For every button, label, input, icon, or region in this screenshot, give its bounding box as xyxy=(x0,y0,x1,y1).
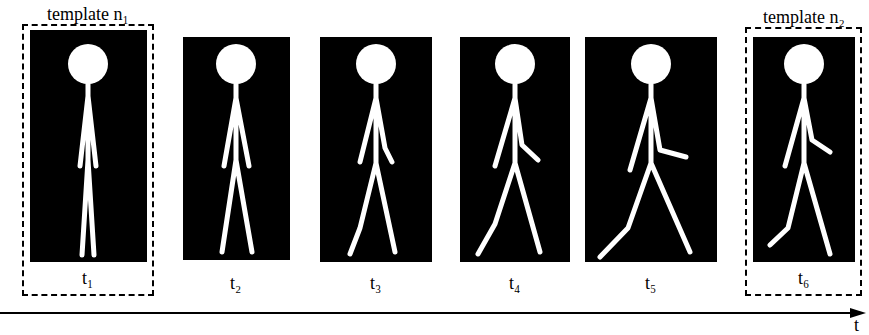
time-axis xyxy=(0,312,852,314)
template-heading: template n₁ xyxy=(44,4,132,24)
head xyxy=(495,44,535,84)
stick-figure xyxy=(222,84,252,252)
frame-panel xyxy=(30,30,147,262)
template-frame: template n₂t₆ xyxy=(745,27,862,296)
stick-figure xyxy=(80,84,96,255)
stick-figure xyxy=(478,84,540,254)
heads xyxy=(68,44,824,84)
head xyxy=(784,44,824,84)
head xyxy=(631,44,671,84)
frame-time-label: t₆ xyxy=(798,268,809,288)
stick-figure xyxy=(600,84,690,257)
template-heading: template n₂ xyxy=(760,7,848,27)
frame-time-label: t₅ xyxy=(645,273,656,293)
stick-figure xyxy=(350,84,395,254)
stick-figure xyxy=(770,84,830,254)
frame-panel xyxy=(585,37,717,262)
frame-time-label: t₄ xyxy=(509,273,520,293)
axis-label: t xyxy=(854,315,859,335)
template-frame: template n₁t₁ xyxy=(22,24,154,296)
frame-panel xyxy=(183,37,290,260)
head xyxy=(68,44,108,84)
frame-panel xyxy=(320,37,432,262)
frame-panel xyxy=(460,37,570,262)
frame-time-label: t₃ xyxy=(370,273,381,293)
head xyxy=(356,44,396,84)
frame-time-label: t₁ xyxy=(82,268,93,288)
frame-time-label: t₂ xyxy=(230,273,241,293)
head xyxy=(216,44,256,84)
frame-panel xyxy=(753,37,855,262)
stick-limbs xyxy=(80,84,830,257)
